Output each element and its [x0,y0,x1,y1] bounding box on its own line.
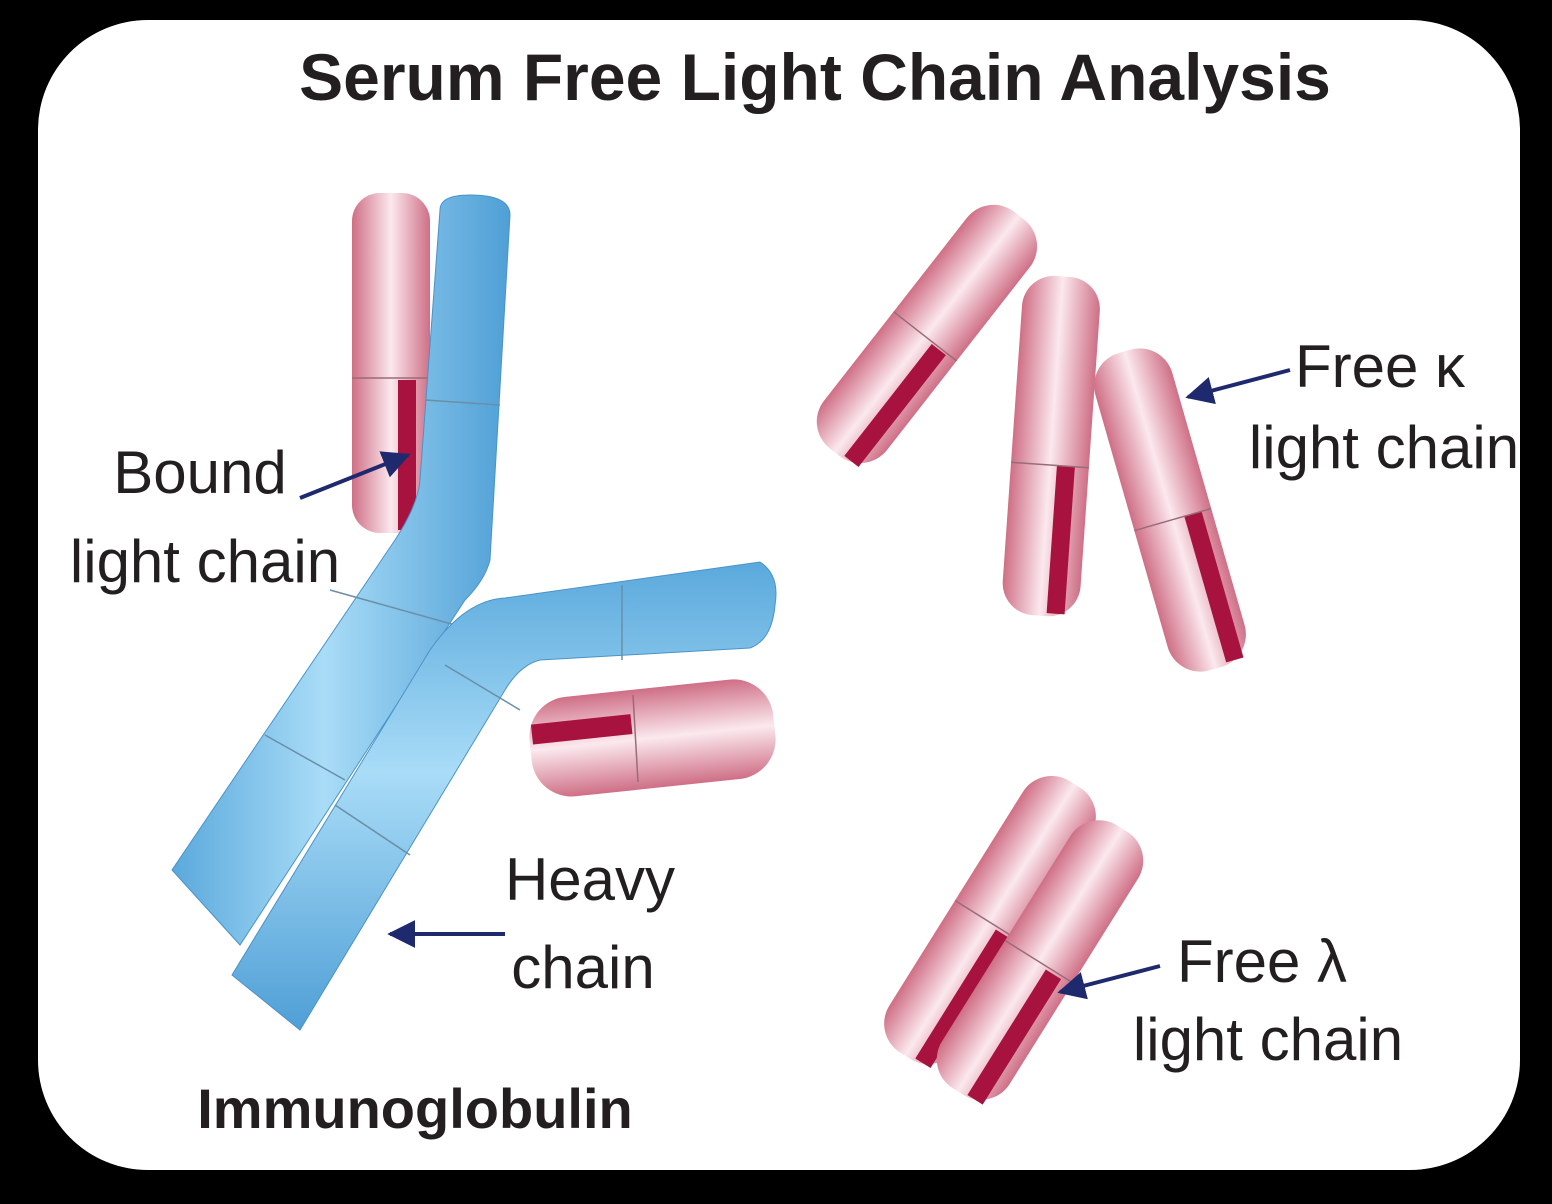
free-kappa-chain-2 [1002,275,1100,617]
heavy-chain-left [171,194,511,946]
free-kappa-chain-3 [1094,348,1246,672]
free-kappa-label-line2: light chain [1249,414,1519,481]
heavy-chain-label-line2: chain [511,934,654,1001]
heavy-chain-right [231,561,777,1031]
free-kappa-arrow [1185,368,1291,405]
free-lambda-label-line2: light chain [1133,1006,1403,1073]
bound-light-chain-label-line1: Bound [113,439,287,506]
bound-light-chain-right [529,679,776,797]
free-kappa-label-line1: Free κ [1295,333,1466,400]
bound-light-chain [352,193,430,533]
free-lambda-label-line1: Free λ [1177,928,1347,995]
free-kappa-chain-1 [816,204,1038,468]
page-title: Serum Free Light Chain Analysis [299,40,1331,114]
bound-light-chain-label-line2: light chain [70,528,340,595]
heavy-chain-label-line1: Heavy [505,846,675,913]
bound-light-chain-arrow [299,451,411,500]
free-lambda-arrow [1057,964,1161,1000]
immunoglobulin-label: Immunoglobulin [197,1077,632,1140]
